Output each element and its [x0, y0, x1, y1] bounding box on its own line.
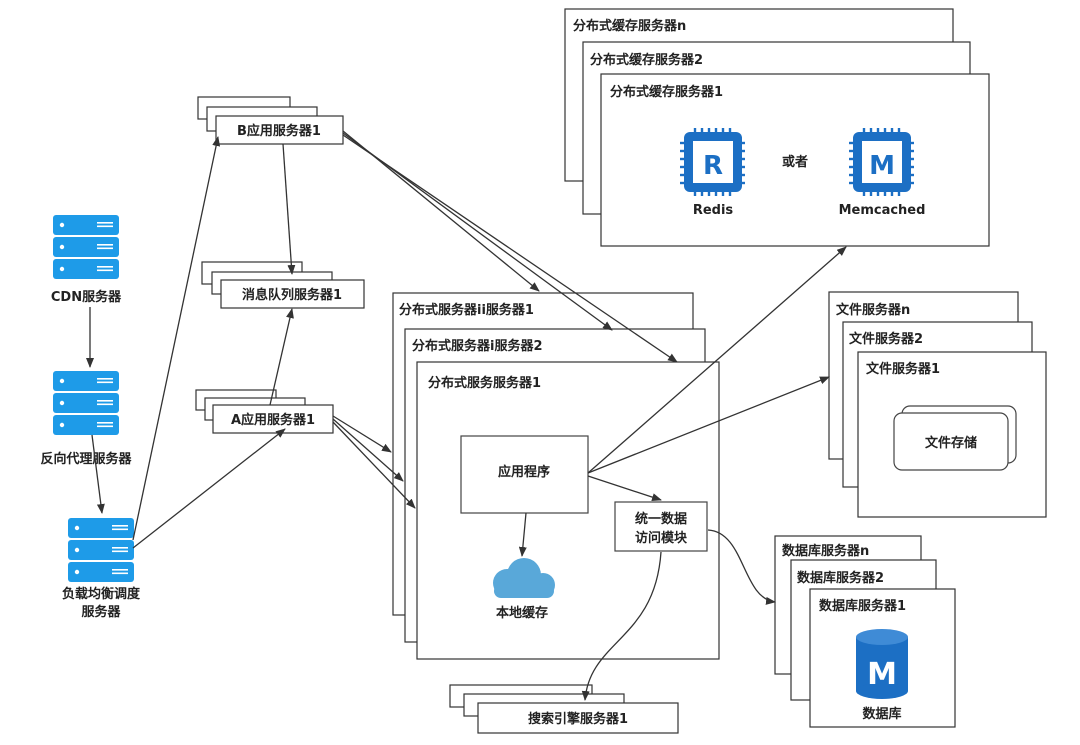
server-rack-icon: [53, 371, 119, 435]
or-label: 或者: [782, 154, 808, 170]
search-engine-label: 搜索引擎服务器1: [528, 711, 628, 727]
redis-label: Redis: [693, 203, 734, 218]
memcached-icon-letter: M: [869, 151, 895, 181]
reverse-proxy-label: 反向代理服务器: [40, 451, 132, 467]
cdn-server: CDN服务器: [51, 215, 122, 305]
search-engine-stack: 搜索引擎服务器1: [449, 684, 679, 734]
cache-server-1-label: 分布式缓存服务器1: [610, 84, 723, 100]
database-server-cluster: 数据库服务器n 数据库服务器2 数据库服务器1 M 数据库: [774, 535, 956, 728]
memcached-icon: M: [849, 128, 914, 196]
arrow-b-app-to-mq: [282, 143, 296, 275]
db-server-1-label: 数据库服务器1: [819, 598, 906, 614]
database-icon: M: [856, 629, 908, 699]
message-queue-stack: 消息队列服务器1: [201, 261, 365, 309]
cloud-icon: [493, 558, 555, 598]
cdn-label: CDN服务器: [51, 289, 122, 305]
server-rack-icon: [68, 518, 134, 582]
connectors: [86, 130, 847, 701]
load-balancer-label-line1: 负载均衡调度: [62, 586, 141, 602]
database-label: 数据库: [862, 706, 901, 722]
arrow-a-app-to-dist-i: [332, 418, 404, 482]
distributed-service-cluster: 分布式服务器ii服务器1 分布式服务器i服务器2 分布式服务服务器1 应用程序 …: [392, 292, 720, 660]
a-app-server-stack: A应用服务器1: [195, 389, 334, 434]
arrow-data-access-to-db: [707, 529, 776, 605]
dist-server-i-label: 分布式服务器i服务器2: [412, 338, 543, 354]
arrow-app-to-data-access: [587, 475, 662, 501]
file-server-1-label: 文件服务器1: [866, 361, 940, 377]
reverse-proxy-server: 反向代理服务器: [40, 371, 132, 467]
file-server-cluster: 文件服务器n 文件服务器2 文件服务器1 文件存储: [828, 291, 1047, 518]
load-balancer-server: 负载均衡调度 服务器: [62, 518, 141, 620]
arrow-a-app-to-dist-ii: [332, 415, 392, 453]
arrow-data-access-to-search: [581, 551, 662, 701]
arrow-a-app-to-dist-1: [332, 421, 416, 509]
data-access-label-line2: 访问模块: [635, 530, 688, 546]
a-app-server-label: A应用服务器1: [231, 412, 315, 428]
arrow-balancer-to-b-app: [132, 136, 221, 541]
arrow-b-app-to-dist-1: [342, 134, 678, 363]
data-access-label-line1: 统一数据: [635, 511, 687, 527]
data-access-module-box: 统一数据 访问模块: [614, 501, 708, 552]
db-server-2-label: 数据库服务器2: [797, 570, 884, 586]
server-rack-icon: [53, 215, 119, 279]
arrow-a-app-to-mq: [269, 308, 294, 406]
arrow-app-to-file: [587, 376, 830, 474]
memcached-label: Memcached: [839, 203, 926, 218]
b-app-server-stack: B应用服务器1: [197, 96, 344, 145]
distributed-cache-cluster: 分布式缓存服务器n 分布式缓存服务器2 分布式缓存服务器1: [564, 8, 990, 247]
arrow-proxy-to-balancer: [91, 434, 105, 514]
load-balancer-label-line2: 服务器: [81, 604, 121, 620]
file-server-n-label: 文件服务器n: [836, 302, 910, 318]
db-server-n-label: 数据库服务器n: [782, 543, 869, 559]
application-program-label: 应用程序: [498, 464, 550, 480]
b-app-server-label: B应用服务器1: [237, 123, 321, 139]
local-cache-label: 本地缓存: [496, 605, 548, 621]
message-queue-label: 消息队列服务器1: [242, 287, 342, 303]
dist-server-1-label: 分布式服务服务器1: [428, 375, 541, 391]
cache-server-n-label: 分布式缓存服务器n: [573, 18, 686, 34]
cache-server-2-label: 分布式缓存服务器2: [590, 52, 703, 68]
file-storage-box: 文件存储: [893, 405, 1017, 471]
redis-icon-letter: R: [703, 151, 723, 181]
redis-icon: R: [680, 128, 745, 196]
application-program-box: 应用程序: [460, 435, 589, 514]
database-icon-letter: M: [867, 657, 897, 692]
arrow-balancer-to-a-app: [132, 428, 286, 549]
file-server-2-label: 文件服务器2: [849, 331, 923, 347]
file-storage-label: 文件存储: [925, 435, 977, 451]
dist-server-ii-label: 分布式服务器ii服务器1: [399, 302, 534, 318]
arrow-app-to-cache: [587, 246, 847, 474]
arrow-app-to-local-cache: [518, 512, 527, 557]
